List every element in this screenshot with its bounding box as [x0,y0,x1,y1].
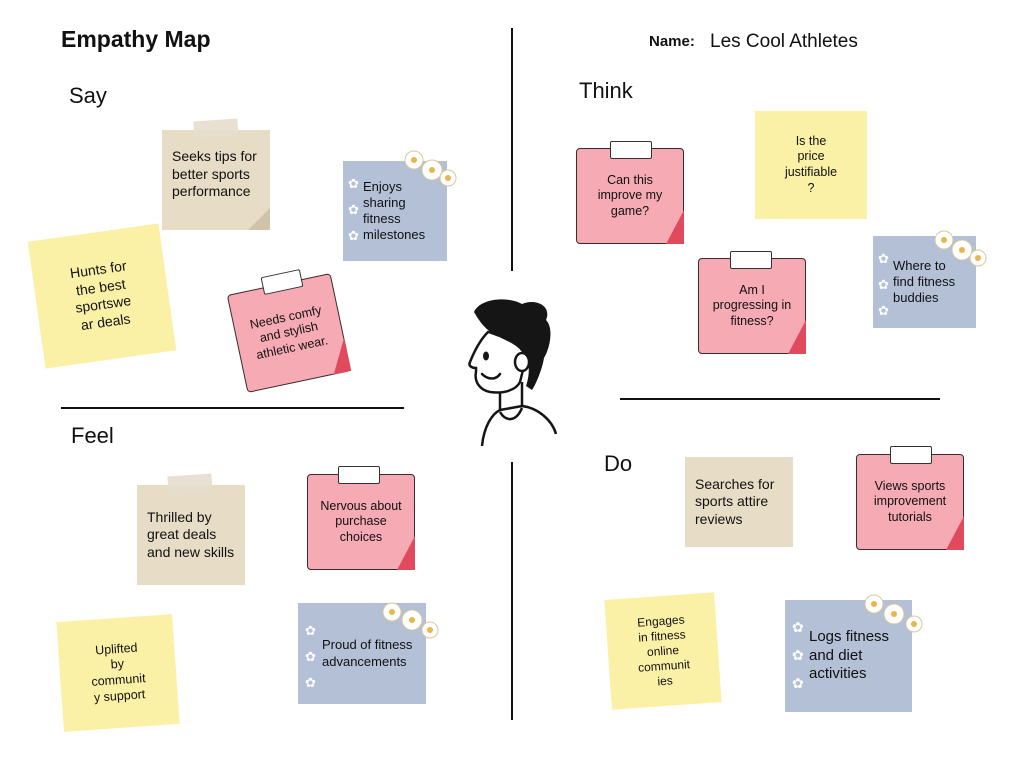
sticky-note-text: Is the price justifiable ? [784,133,838,195]
divider-right [620,398,940,400]
tape-icon [193,118,239,140]
quadrant-say-heading: Say [69,83,107,108]
flower-cluster-icon [864,594,923,633]
sticky-note-do-2: Views sports improvement tutorials [856,454,964,550]
name-value: Les Cool Athletes [710,31,858,52]
sticky-note-text: Views sports improvement tutorials [873,478,947,524]
quadrant-feel-heading: Feel [71,423,114,448]
tape-icon [167,473,213,495]
divider-bottom [511,462,513,720]
sticky-note-say-3: Hunts for the best sportswe ar deals [27,223,177,369]
sticky-note-think-3: Am I progressing in fitness? [698,258,806,354]
flower-cluster-icon [934,230,987,267]
sticky-note-text: Can this improve my game? [597,172,663,218]
sticky-note-text: Uplifted by communit y support [90,640,147,705]
clip-icon [338,466,380,484]
sticky-note-text: Thrilled by great deals and new skills [147,508,235,560]
page-curl-icon [666,210,684,244]
page-curl-icon [946,516,964,550]
page-title: Empathy Map [61,26,211,52]
sticky-note-feel-2: Nervous about purchase choices [307,474,415,570]
flower-bullet-icon: ✿✿✿ [878,251,889,318]
name-label: Name: [649,33,695,50]
clip-icon [610,141,652,159]
flower-bullet-icon: ✿✿✿ [305,623,316,690]
page-curl-icon [788,320,806,354]
sticky-note-text: Enjoys sharing fitness milestones [363,178,426,243]
quadrant-do-heading: Do [604,451,633,476]
sticky-note-text: Needs comfy and stylish athletic wear. [248,302,330,362]
sticky-note-text: Searches for sports attire reviews [695,475,775,527]
flower-bullet-icon: ✿✿✿ [792,619,804,691]
sticky-note-text: Am I progressing in fitness? [712,282,792,328]
sticky-note-think-1: Can this improve my game? [576,148,684,244]
sticky-note-text: Proud of fitness advancements [322,637,413,669]
page-curl-icon [397,536,415,570]
sticky-note-say-4: Needs comfy and stylish athletic wear. [226,273,352,393]
quadrant-think-heading: Think [579,78,633,103]
clip-icon [890,446,932,464]
sticky-note-think-4: Where to find fitness buddies [873,236,976,328]
person-avatar-icon [468,299,558,447]
sticky-note-text: Nervous about purchase choices [320,498,402,544]
sticky-note-text: Seeks tips for better sports performance [172,148,257,199]
sticky-note-text: Engages in fitness online communit ies [636,611,691,688]
sticky-note-do-1: Searches for sports attire reviews [685,457,793,547]
sticky-note-text: Logs fitness and diet activities [809,627,890,683]
flower-bullet-icon: ✿✿✿ [348,176,359,243]
flower-cluster-icon [382,602,439,639]
sticky-note-do-3: Engages in fitness online communit ies [604,592,722,710]
sticky-note-text: Hunts for the best sportswe ar deals [68,257,132,333]
sticky-note-feel-3: Uplifted by communit y support [56,614,180,732]
sticky-note-say-1: Seeks tips for better sports performance [162,130,270,230]
page-curl-icon [326,337,352,375]
sticky-note-text: Where to find fitness buddies [893,257,956,306]
divider-left [61,407,404,409]
sticky-note-do-4: Logs fitness and diet activities [785,600,912,712]
sticky-note-feel-1: Thrilled by great deals and new skills [137,485,245,585]
sticky-note-think-2: Is the price justifiable ? [755,111,867,219]
flower-cluster-icon [404,150,457,187]
divider-top [511,28,513,271]
clip-icon [730,251,772,269]
